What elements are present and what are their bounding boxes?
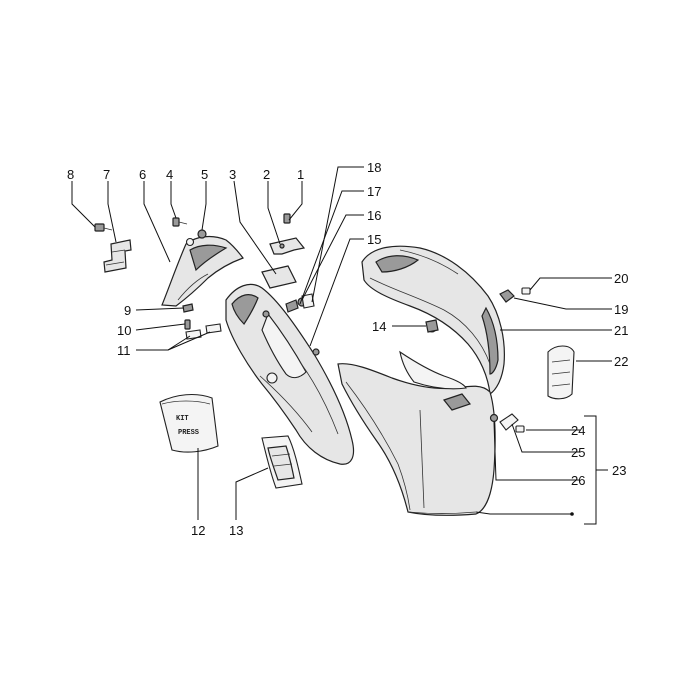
part-10-screw (184, 319, 191, 330)
part-25-bracket (499, 413, 519, 431)
callout-1: 1 (297, 167, 304, 182)
callout-26: 26 (571, 473, 585, 488)
leader-25 (511, 423, 580, 453)
callout-16: 16 (367, 208, 381, 223)
leader-1 (288, 181, 303, 221)
leader-5 (201, 181, 207, 231)
part-7-bracket (103, 239, 132, 273)
callout-25: 25 (571, 445, 585, 460)
callout-19: 19 (614, 302, 628, 317)
leader-9 (135, 307, 185, 311)
part-9-clip (182, 303, 194, 313)
part-23-lower-cowl (337, 350, 496, 516)
callout-13: 13 (229, 523, 243, 538)
leader-17 (299, 190, 364, 305)
leader-11a (136, 335, 191, 351)
callout-23: 23 (612, 463, 626, 478)
part-11-pins (185, 323, 222, 340)
part-5-clip (185, 229, 207, 247)
leader-4 (170, 181, 177, 219)
callout-2: 2 (263, 167, 270, 182)
part-6-fairing (161, 235, 244, 307)
part-4-screw (172, 217, 188, 227)
bracket-23 (584, 415, 597, 525)
callout-3: 3 (229, 167, 236, 182)
callout-11: 11 (117, 343, 131, 358)
leader-18 (311, 166, 364, 303)
callout-18: 18 (367, 160, 381, 175)
leader-11b (167, 331, 211, 351)
part-26-clip (489, 413, 499, 423)
leader-26 (493, 421, 580, 481)
part-13-lens (261, 435, 303, 489)
part-3-plate (261, 265, 297, 289)
leader-7 (107, 181, 117, 243)
leader-10 (135, 323, 186, 331)
leader-15 (309, 238, 364, 347)
part-24-screw (515, 425, 525, 433)
callout-21: 21 (614, 323, 628, 338)
part-2-bracket (269, 237, 306, 255)
leader-13 (235, 467, 269, 520)
callout-9: 9 (124, 303, 131, 318)
leader-6 (143, 181, 171, 263)
kit-bag-line2: PRESS (178, 429, 199, 437)
leader-16 (301, 214, 364, 301)
leader-8 (71, 181, 96, 228)
callout-6: 6 (139, 167, 146, 182)
part-19-nut (499, 289, 515, 303)
part-14-fastener (425, 319, 439, 333)
leader-3 (233, 180, 277, 275)
leader-2 (267, 181, 281, 245)
leader-lines (71, 166, 612, 525)
part-1-screw (283, 213, 291, 224)
callout-10: 10 (117, 323, 131, 338)
part-12-kit-bag: KIT PRESS (159, 393, 219, 453)
callout-22: 22 (614, 354, 628, 369)
part-20-screw (521, 287, 531, 295)
callout-12: 12 (191, 523, 205, 538)
callout-8: 8 (67, 167, 74, 182)
leader-19 (513, 297, 612, 310)
part-8-bolt (94, 223, 113, 232)
callout-17: 17 (367, 184, 381, 199)
callout-14: 14 (372, 319, 386, 334)
part-16-18-hardware (285, 293, 315, 313)
callout-5: 5 (201, 167, 208, 182)
callout-15: 15 (367, 232, 381, 247)
callout-24: 24 (571, 423, 585, 438)
leader-23-cowl (475, 511, 572, 515)
kit-bag-line1: KIT (176, 415, 189, 423)
callout-20: 20 (614, 271, 628, 286)
callout-4: 4 (166, 167, 173, 182)
part-22-reflector (547, 345, 575, 400)
callout-labels: 1 2 3 4 5 6 7 8 9 10 11 12 13 14 15 16 1… (67, 160, 628, 538)
leader-23-dot (570, 512, 574, 516)
callout-7: 7 (103, 167, 110, 182)
leader-20 (529, 277, 612, 291)
part-15-left-panel (225, 283, 355, 465)
